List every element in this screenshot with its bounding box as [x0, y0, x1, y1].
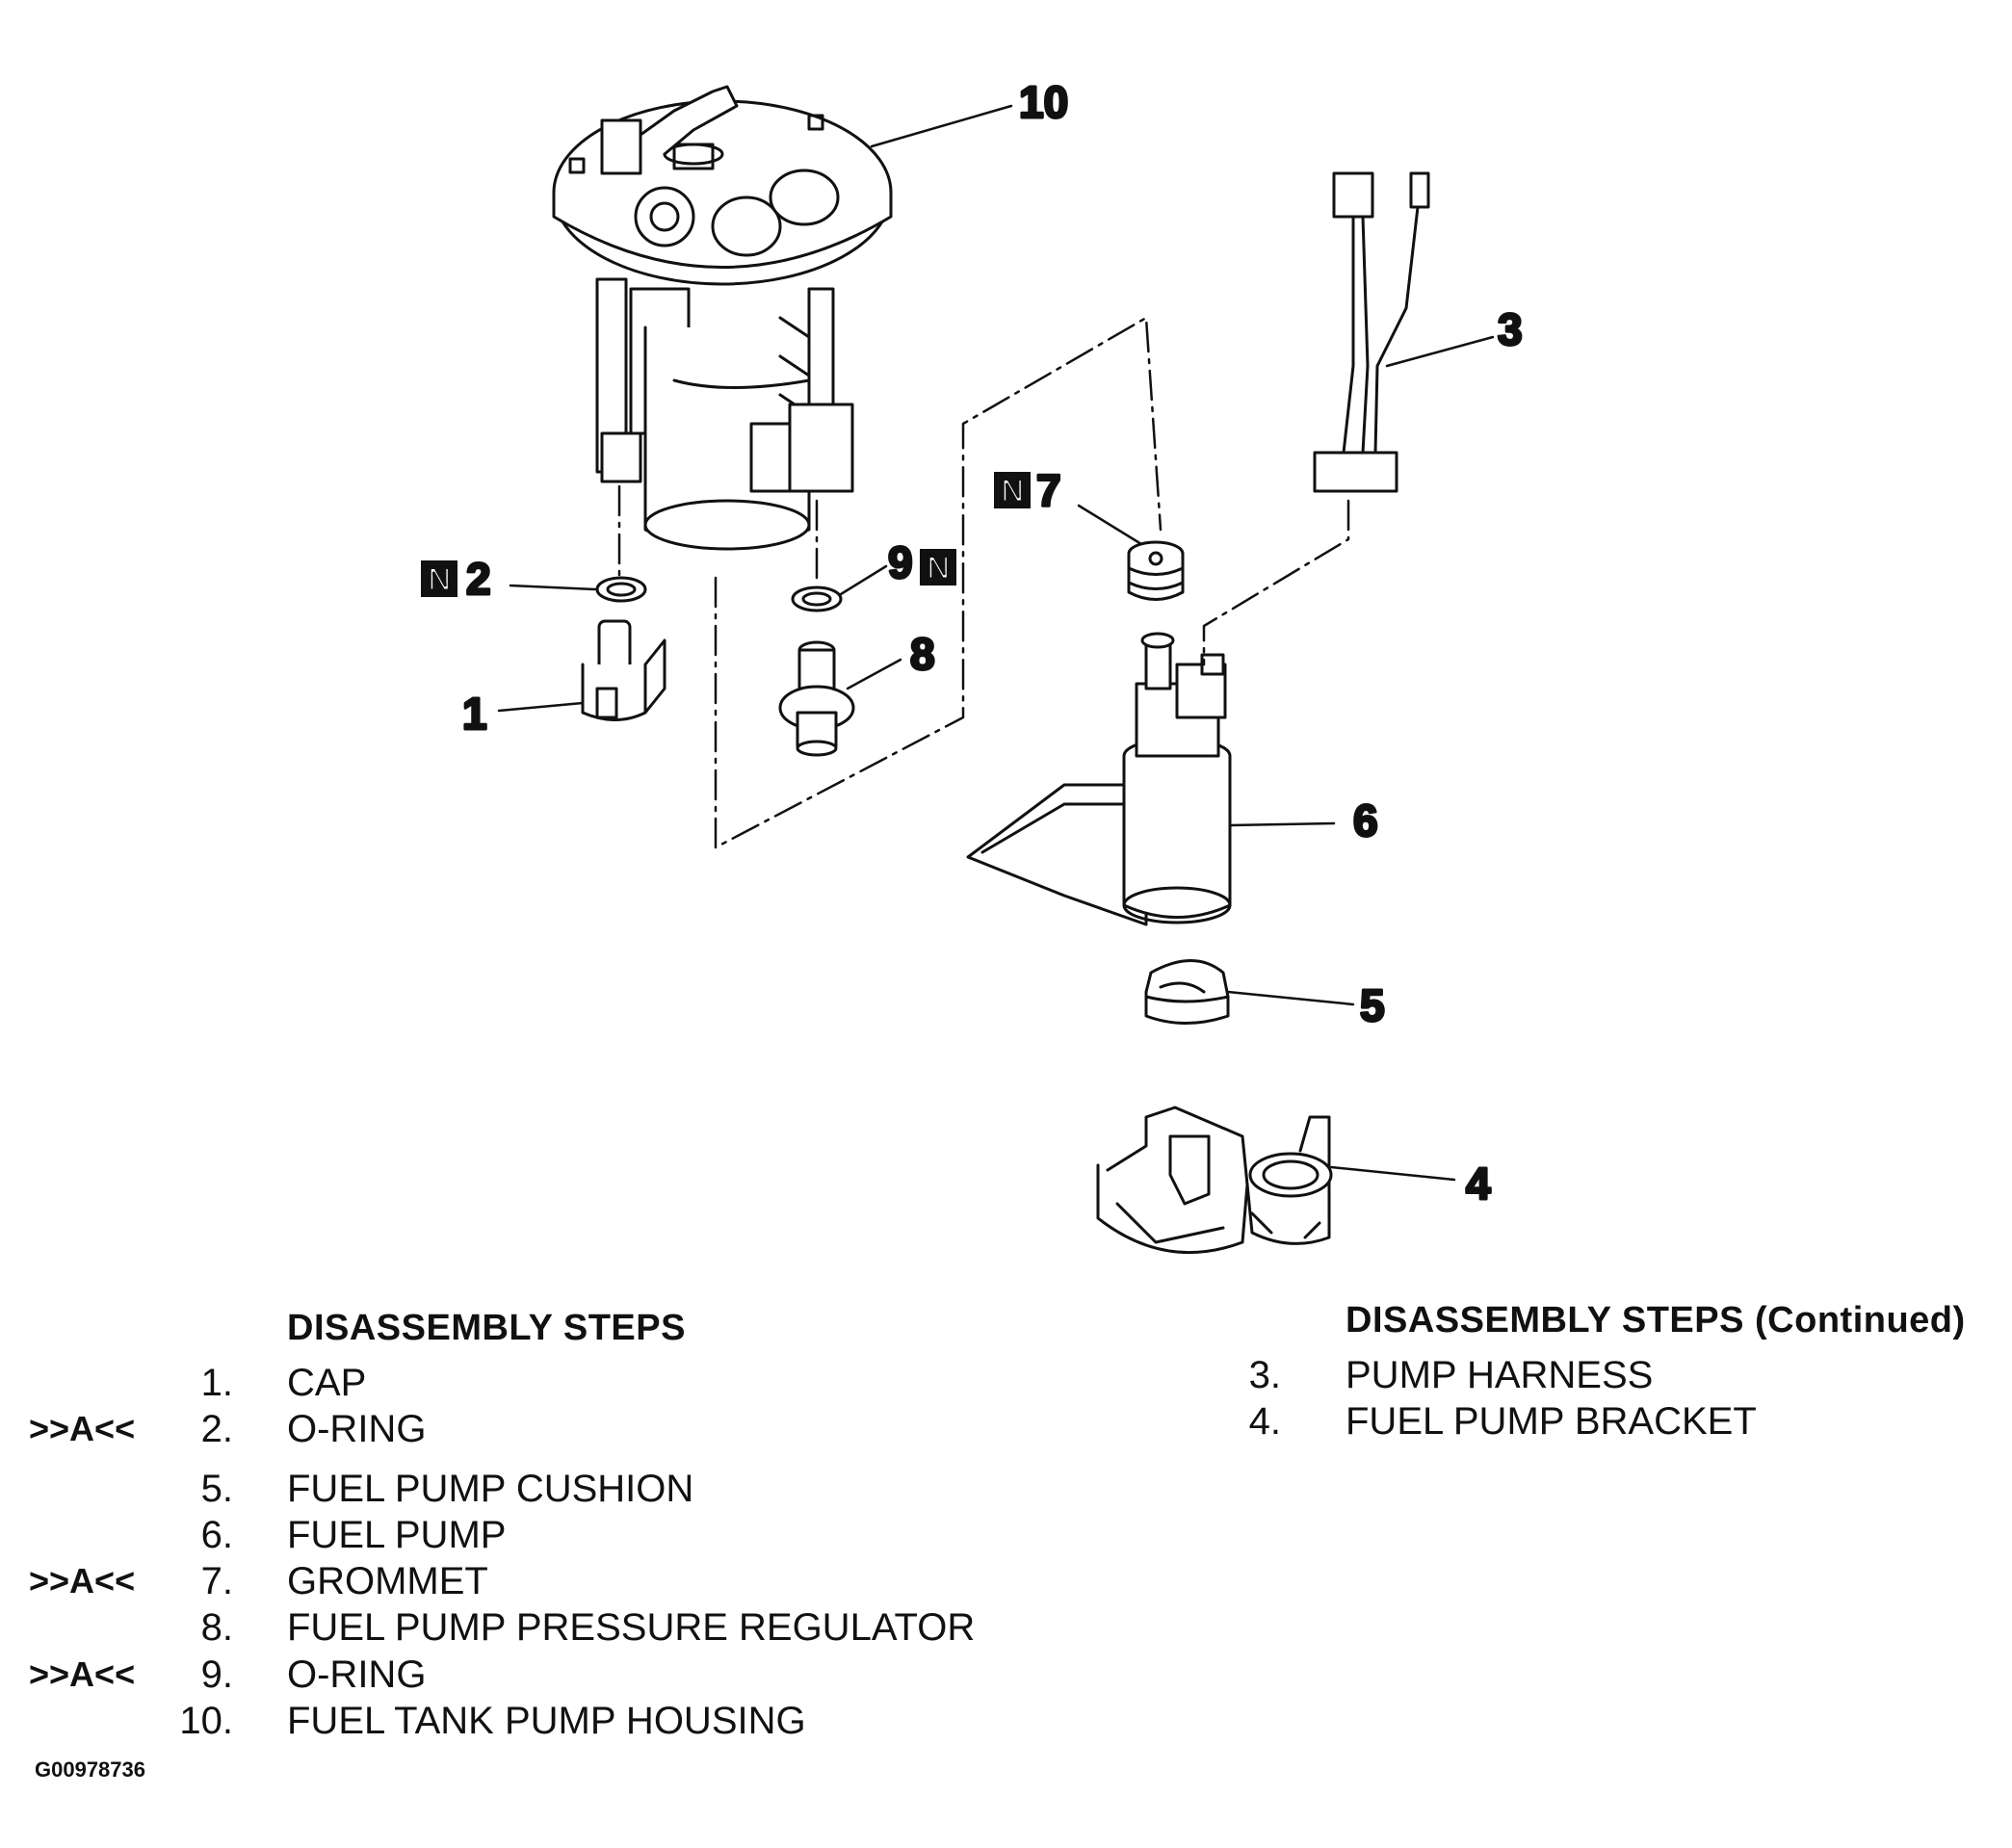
step-number: 6. — [200, 1514, 233, 1556]
new-part-badge — [421, 560, 457, 597]
callout-10: 10 — [1019, 77, 1068, 127]
grommet — [1127, 540, 1185, 601]
o-ring-2 — [595, 576, 647, 603]
new-part-badge-letter: N — [1001, 473, 1025, 509]
step-mark: >>A<< — [29, 1561, 136, 1601]
step-label: PUMP HARNESS — [1346, 1354, 1654, 1396]
step-label: FUEL PUMP BRACKET — [1346, 1400, 1757, 1443]
steps-heading: DISASSEMBLY STEPS — [287, 1308, 686, 1348]
o-ring-9 — [791, 586, 843, 612]
steps-heading-continued: DISASSEMBLY STEPS (Continued) — [1346, 1300, 1966, 1340]
step-number: 7. — [200, 1560, 233, 1602]
callout-1: 1 — [462, 689, 487, 739]
step-mark: >>A<< — [29, 1654, 136, 1694]
step-number: 9. — [200, 1653, 233, 1696]
step-label: FUEL PUMP — [287, 1514, 507, 1556]
step-label: GROMMET — [287, 1560, 488, 1602]
leader-lines — [497, 104, 1495, 1182]
figure-id: G00978736 — [35, 1757, 145, 1782]
step-number: 2. — [200, 1408, 233, 1450]
step-row: 3. PUMP HARNESS — [1194, 1352, 1965, 1398]
new-part-badge — [920, 549, 956, 586]
callout-2: 2 — [466, 554, 491, 604]
step-number: 1. — [200, 1362, 233, 1404]
step-label: FUEL PUMP CUSHION — [287, 1468, 694, 1510]
step-label: O-RING — [287, 1408, 427, 1450]
fuel-pump-cushion — [1144, 959, 1230, 1025]
step-row: >>A<< 2. O-RING — [0, 1406, 1059, 1452]
fuel-pump-pressure-regulator — [778, 640, 855, 757]
cap — [581, 619, 666, 721]
step-number: 5. — [200, 1468, 233, 1510]
step-row: 4. FUEL PUMP BRACKET — [1194, 1398, 1965, 1445]
new-part-badge — [994, 472, 1031, 508]
step-row: 1. CAP — [0, 1360, 1059, 1406]
pump-harness — [1313, 171, 1430, 493]
fuel-pump — [966, 632, 1232, 926]
callout-6: 6 — [1353, 795, 1378, 846]
callout-8: 8 — [910, 629, 935, 679]
step-row: 10. FUEL TANK PUMP HOUSING — [0, 1698, 1059, 1744]
new-part-badge-letter: N — [428, 561, 452, 598]
step-number: 8. — [200, 1606, 233, 1649]
step-number: 10. — [179, 1700, 233, 1742]
callout-3: 3 — [1498, 304, 1523, 354]
step-number: 3. — [1248, 1354, 1281, 1396]
step-label: O-RING — [287, 1653, 427, 1696]
step-number: 4. — [1248, 1400, 1281, 1443]
callout-9: 9 — [888, 537, 913, 587]
step-label: FUEL PUMP PRESSURE REGULATOR — [287, 1606, 976, 1649]
step-label: CAP — [287, 1362, 367, 1404]
step-label: FUEL TANK PUMP HOUSING — [287, 1700, 806, 1742]
new-part-badge-letter: N — [927, 550, 951, 586]
step-row: 8. FUEL PUMP PRESSURE REGULATOR — [0, 1604, 1059, 1651]
callout-7: 7 — [1036, 465, 1061, 515]
step-row: 6. FUEL PUMP — [0, 1512, 1059, 1558]
fuel-pump-bracket — [1096, 1106, 1333, 1255]
callout-4: 4 — [1466, 1158, 1491, 1209]
assembly-lines — [617, 316, 1350, 849]
fuel-tank-pump-housing — [552, 85, 893, 551]
step-row: >>A<< 9. O-RING — [0, 1652, 1059, 1698]
exploded-view-diagram: 10 3 N 7 N 2 9 N 8 1 6 5 4 — [421, 76, 1524, 1255]
step-row: 5. FUEL PUMP CUSHION — [0, 1466, 1059, 1512]
step-row: >>A<< 7. GROMMET — [0, 1558, 1059, 1604]
callout-5: 5 — [1360, 980, 1385, 1030]
step-mark: >>A<< — [29, 1409, 136, 1448]
